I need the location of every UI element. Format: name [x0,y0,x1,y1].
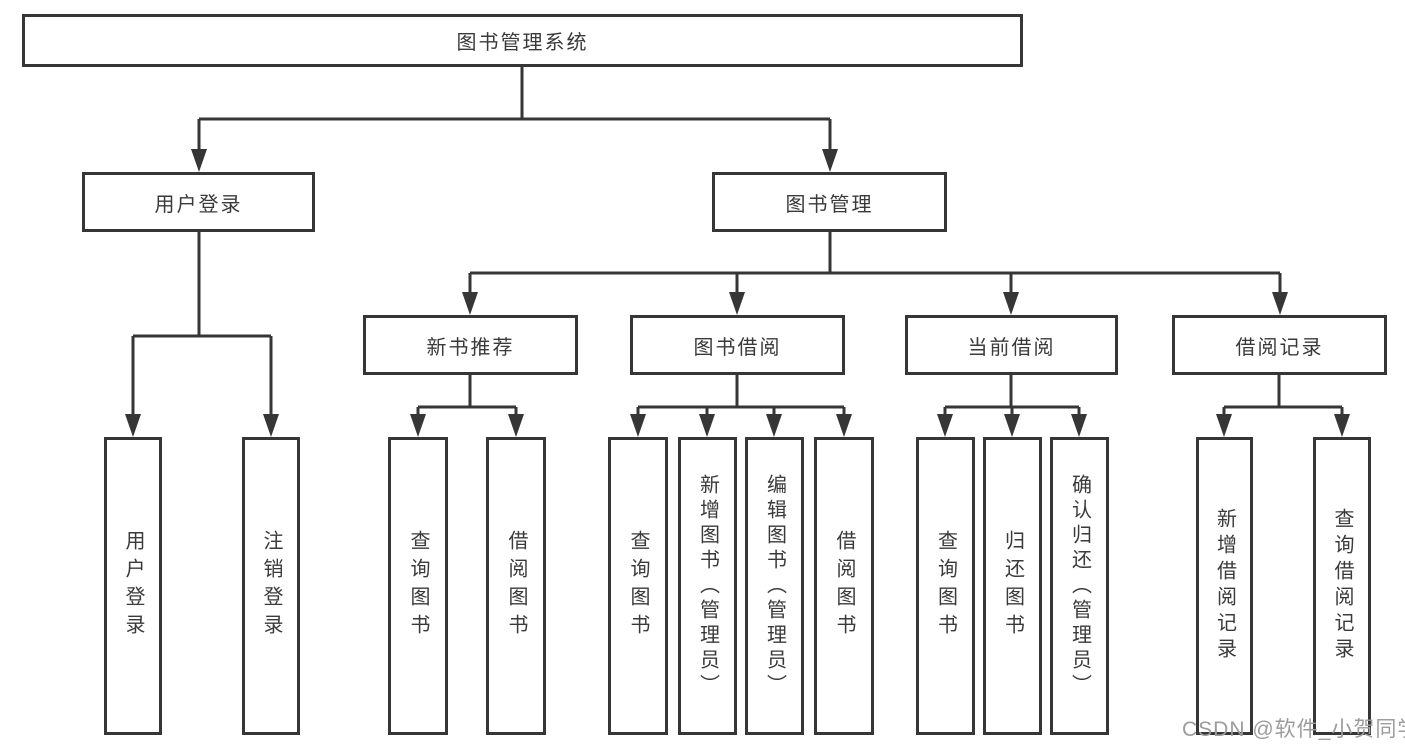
arrowheads [125,149,1350,437]
node-leaf-add-books-admin: 新增图书（管理员） [678,437,737,735]
node-leaf-query-books-1: 查询图书 [388,437,448,735]
node-new-book-recommend-label: 新书推荐 [426,336,515,359]
node-leaf-logout-label: 注销登录 [260,530,282,642]
node-book-management-label: 图书管理 [785,193,874,216]
node-leaf-query-books-3-label: 查询图书 [934,530,957,642]
node-book-management: 图书管理 [712,172,947,232]
node-borrow-records: 借阅记录 [1172,315,1387,375]
node-leaf-borrow-books-2-label: 借阅图书 [833,530,855,642]
node-leaf-borrow-books-2: 借阅图书 [814,437,874,735]
node-leaf-confirm-return-admin-label: 确认归还（管理员） [1068,473,1091,699]
node-leaf-borrow-books-1-label: 借阅图书 [505,530,527,642]
node-leaf-query-books-2-label: 查询图书 [627,530,649,642]
node-leaf-edit-books-admin: 编辑图书（管理员） [745,437,804,735]
node-book-borrow: 图书借阅 [630,315,845,375]
node-leaf-query-borrow-record: 查询借阅记录 [1313,437,1371,735]
node-current-borrow-label: 当前借阅 [967,336,1056,359]
node-leaf-query-books-3: 查询图书 [916,437,975,735]
node-leaf-return-books-label: 归还图书 [1001,530,1024,642]
node-leaf-query-books-2: 查询图书 [608,437,668,735]
node-leaf-query-borrow-record-label: 查询借阅记录 [1331,508,1353,664]
node-leaf-query-books-1-label: 查询图书 [407,530,429,642]
node-root-label: 图书管理系统 [456,32,589,54]
node-leaf-user-login-label: 用户登录 [122,530,144,642]
csdn-watermark: CSDN @软件_小贺同学 [1182,718,1405,741]
node-leaf-logout: 注销登录 [242,437,300,735]
node-leaf-add-books-admin-label: 新增图书（管理员） [696,473,719,699]
connector-segments [131,67,1344,417]
node-leaf-confirm-return-admin: 确认归还（管理员） [1050,437,1109,735]
node-user-login: 用户登录 [82,172,315,232]
node-leaf-borrow-books-1: 借阅图书 [486,437,546,735]
node-leaf-user-login: 用户登录 [104,437,162,735]
node-leaf-return-books: 归还图书 [983,437,1042,735]
node-borrow-records-label: 借阅记录 [1235,336,1324,359]
node-book-borrow-label: 图书借阅 [693,336,782,359]
node-leaf-add-borrow-record: 新增借阅记录 [1196,437,1253,735]
node-new-book-recommend: 新书推荐 [363,315,578,375]
node-user-login-label: 用户登录 [154,193,243,216]
node-leaf-add-borrow-record-label: 新增借阅记录 [1213,508,1236,664]
node-root-system: 图书管理系统 [22,14,1023,67]
node-leaf-edit-books-admin-label: 编辑图书（管理员） [763,473,786,699]
node-current-borrow: 当前借阅 [905,315,1118,375]
